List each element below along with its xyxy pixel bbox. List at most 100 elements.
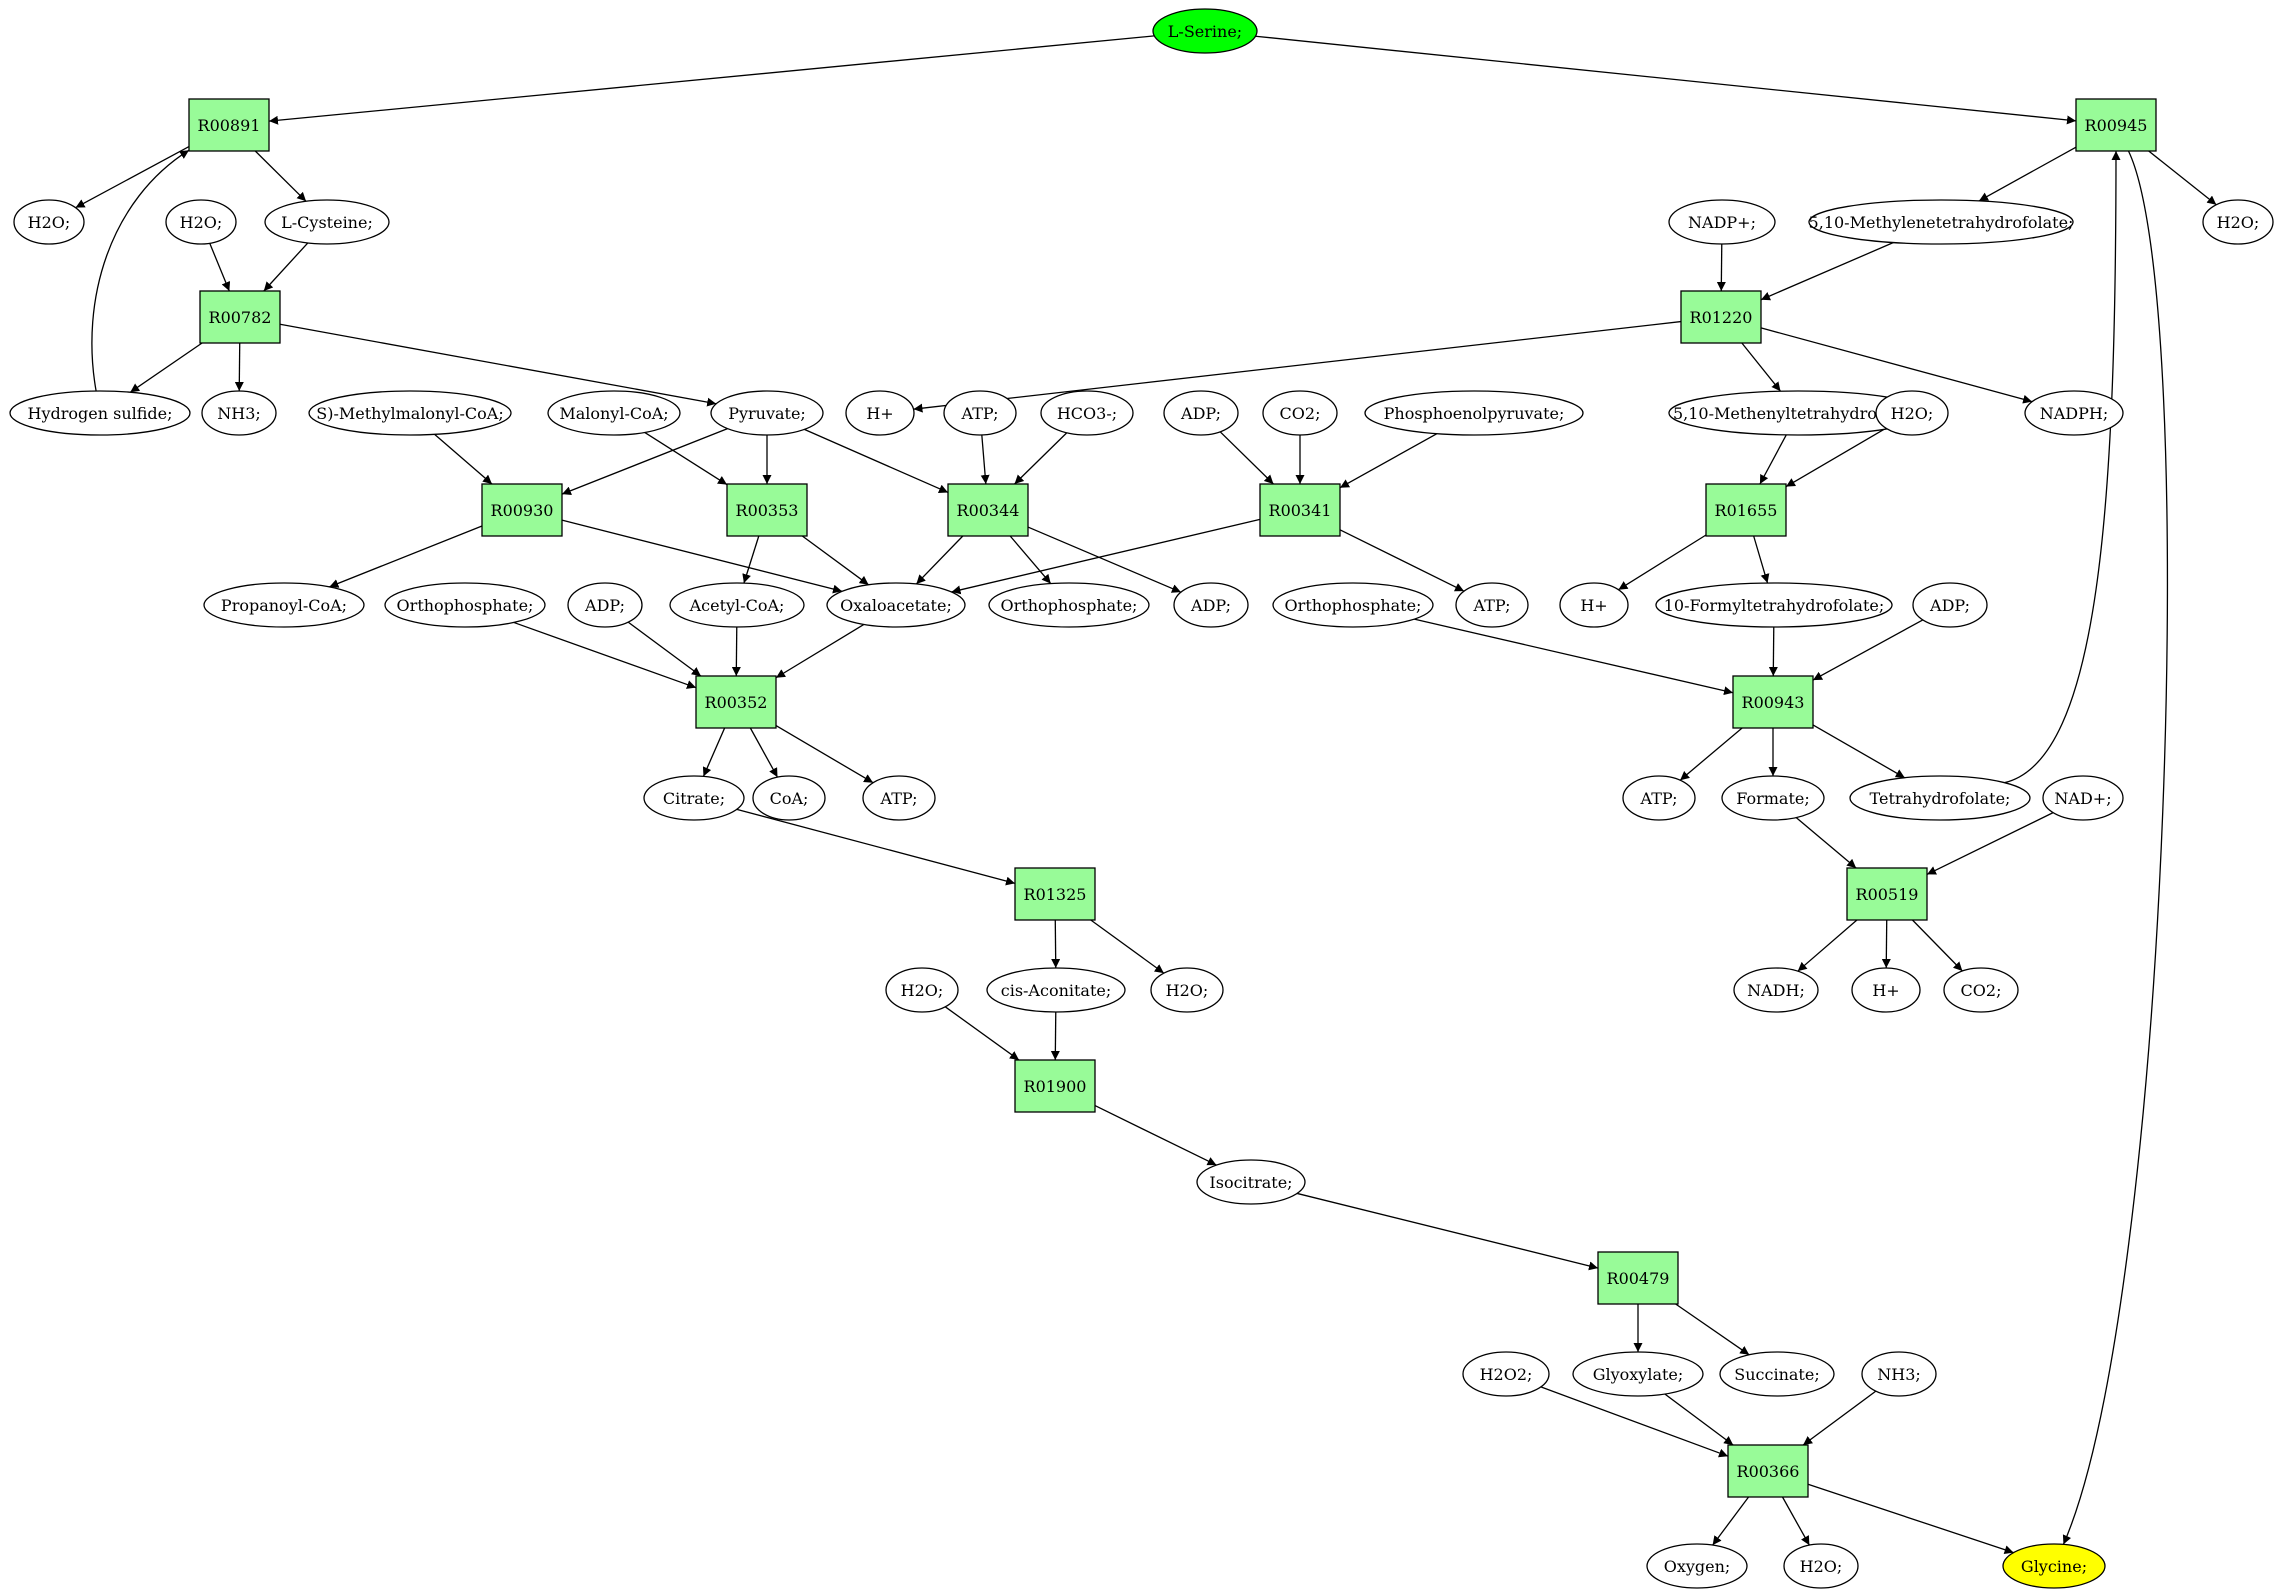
edge-r01220-to-hplus_a xyxy=(913,320,1682,413)
edge-pyruvate-to-r00344 xyxy=(804,428,949,494)
compound-node-adp_c: ADP; xyxy=(1173,582,1249,628)
compound-node-formyl_thf: 10-Formyltetrahydrofolate; xyxy=(1655,582,1893,628)
compound-node-propanoyl: Propanoyl-CoA; xyxy=(203,582,365,628)
node-label: H2O; xyxy=(901,981,944,1000)
compound-ellipse xyxy=(264,199,390,245)
compound-ellipse xyxy=(567,582,643,628)
compound-node-cysteine: L-Cysteine; xyxy=(264,199,390,245)
node-label: Acetyl-CoA; xyxy=(689,596,785,615)
node-label: R01655 xyxy=(1715,501,1778,520)
reaction-box xyxy=(199,290,281,344)
reaction-node-r00930: R00930 xyxy=(481,483,563,537)
node-label: CoA; xyxy=(770,789,809,808)
compound-ellipse xyxy=(1262,390,1338,436)
compound-node-isocitrate: Isocitrate; xyxy=(1196,1159,1306,1205)
edge-r00353-to-oxaloacetate xyxy=(801,535,869,586)
compound-ellipse xyxy=(1912,582,1988,628)
compound-ellipse xyxy=(2202,199,2274,245)
edge-methenyl_thf-to-r01655 xyxy=(1759,434,1787,485)
end-compound-ellipse xyxy=(2002,1543,2106,1589)
node-label: R01220 xyxy=(1690,308,1753,327)
compound-ellipse xyxy=(1572,1351,1704,1397)
edge-r00366-to-oxygen xyxy=(1712,1496,1750,1546)
node-label: R00344 xyxy=(957,501,1020,520)
edge-r00782-to-nh3_a xyxy=(234,342,244,392)
edge-r01220-to-nadph xyxy=(1760,327,2033,404)
node-label: CO2; xyxy=(1961,981,2002,1000)
compound-ellipse xyxy=(1559,582,1629,628)
edge-r01325-to-cis_aconitate xyxy=(1051,919,1061,969)
reaction-box xyxy=(1680,290,1762,344)
node-label: R00352 xyxy=(705,693,768,712)
edge-r00943-to-atp_d xyxy=(1679,727,1743,781)
compound-node-nh3_b: NH3; xyxy=(1861,1351,1937,1397)
edge-r00930-to-oxaloacetate xyxy=(561,519,843,594)
node-label: NAD+; xyxy=(2054,789,2111,808)
compound-node-serine: L-Serine; xyxy=(1152,8,1258,54)
node-label: Propanoyl-CoA; xyxy=(221,596,347,615)
compound-node-coa: CoA; xyxy=(752,775,826,821)
compound-node-acetyl: Acetyl-CoA; xyxy=(669,582,805,628)
compound-node-nad: NAD+; xyxy=(2042,775,2124,821)
node-label: H+ xyxy=(866,404,893,423)
node-label: R00353 xyxy=(736,501,799,520)
node-label: Pyruvate; xyxy=(728,404,806,423)
node-label: H2O; xyxy=(180,213,223,232)
edge-oxaloacetate-to-r00352 xyxy=(775,623,865,679)
node-label: L-Cysteine; xyxy=(281,213,373,232)
node-label: 5,10-Methenyltetrahydrofolate xyxy=(1673,404,1923,423)
compound-ellipse xyxy=(1808,199,2074,245)
compound-ellipse xyxy=(1622,775,1696,821)
reaction-node-r01900: R01900 xyxy=(1014,1059,1096,1113)
reaction-node-r00782: R00782 xyxy=(199,290,281,344)
edge-r00352-to-atp_c xyxy=(775,724,874,784)
node-label: Orthophosphate; xyxy=(1001,596,1138,615)
node-label: R00891 xyxy=(198,116,261,135)
edge-adp_a-to-r00341 xyxy=(1219,431,1274,485)
compound-ellipse xyxy=(2042,775,2124,821)
compound-ellipse xyxy=(1173,582,1249,628)
edge-citrate-to-r01325 xyxy=(736,808,1016,886)
compound-node-thf: Tetrahydrofolate; xyxy=(1849,775,2031,821)
node-label: R00945 xyxy=(2085,116,2148,135)
edge-r00344-to-ortho_b xyxy=(1009,535,1052,585)
reaction-node-r00519: R00519 xyxy=(1846,867,1928,921)
edge-h2o_e-to-r01900 xyxy=(944,1006,1020,1061)
reaction-node-r01325: R01325 xyxy=(1014,867,1096,921)
node-label: Malonyl-CoA; xyxy=(559,404,668,423)
edge-pep-to-r00341 xyxy=(1339,433,1438,489)
compound-node-h2o2: H2O2; xyxy=(1462,1351,1550,1397)
compound-node-oxygen: Oxygen; xyxy=(1646,1543,1748,1589)
edge-h2s-to-r00891 xyxy=(91,149,190,392)
reaction-node-r00366: R00366 xyxy=(1727,1444,1809,1498)
compound-ellipse xyxy=(1783,1543,1859,1589)
edge-r00353-to-acetyl xyxy=(742,535,760,584)
compound-ellipse xyxy=(1364,390,1584,436)
compound-ellipse xyxy=(845,390,915,436)
node-label: Glycine; xyxy=(2021,1557,2087,1576)
reaction-box xyxy=(726,483,808,537)
node-label: L-Serine; xyxy=(1168,22,1242,41)
compound-ellipse xyxy=(165,199,237,245)
node-label: H2O; xyxy=(28,213,71,232)
node-label: Formate; xyxy=(1736,789,1810,808)
compound-ellipse xyxy=(1163,390,1239,436)
compound-node-adp_a: ADP; xyxy=(1163,390,1239,436)
edge-r00366-to-h2o_g xyxy=(1781,1496,1810,1546)
compound-node-ortho_a: Orthophosphate; xyxy=(384,582,546,628)
compound-node-ortho_b: Orthophosphate; xyxy=(988,582,1150,628)
compound-ellipse xyxy=(862,775,936,821)
compound-ellipse xyxy=(1462,1351,1550,1397)
compound-ellipse xyxy=(1655,582,1893,628)
reaction-node-r00341: R00341 xyxy=(1259,483,1341,537)
node-label: Oxaloacetate; xyxy=(840,596,952,615)
node-label: Orthophosphate; xyxy=(397,596,534,615)
edge-r00352-to-coa xyxy=(749,727,779,778)
edge-adp_d-to-r00943 xyxy=(1812,619,1924,681)
compound-ellipse xyxy=(384,582,546,628)
node-label: H2O; xyxy=(2217,213,2260,232)
edge-formyl_thf-to-r00943 xyxy=(1768,626,1778,677)
edge-r01220-to-methenyl_thf xyxy=(1741,342,1782,392)
edge-isocitrate-to-r00479 xyxy=(1296,1192,1599,1271)
compound-ellipse xyxy=(1849,775,2031,821)
